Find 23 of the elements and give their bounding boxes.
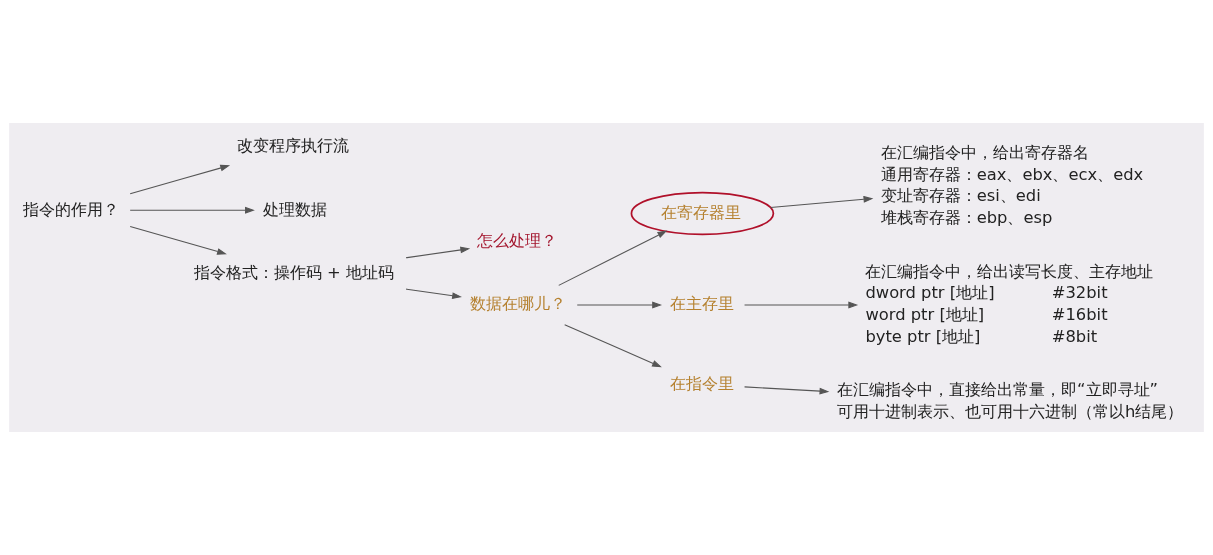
node-text: 指令的作用？: [22, 199, 119, 219]
node-text: 在汇编指令中，给出读写长度、主存地址 dword ptr [地址] #32bit word ptr [地址] #16bit byte ptr [地址] #8bit: [865, 261, 1154, 347]
arrow: [576, 301, 662, 309]
node-ellipse: 在寄存器里: [630, 191, 775, 236]
arrow: [744, 386, 830, 395]
arrow: [558, 230, 668, 286]
node-text: 在指令里: [669, 373, 734, 393]
arrow: [405, 288, 462, 300]
node-text: 在汇编指令中，直接给出常量，即“立即寻址” 可用十进制表示、也可用十六进制（常以h结尾）: [837, 380, 1184, 422]
arrow: [405, 246, 471, 259]
node-text: 在主存里: [669, 294, 734, 314]
arrow: [564, 324, 662, 368]
arrow: [129, 226, 227, 255]
node-text: 处理数据: [262, 199, 327, 219]
arrow: [744, 301, 859, 309]
node-text: 改变程序执行流: [237, 136, 350, 156]
node-text: 怎么处理？: [477, 231, 558, 251]
node-text: 在汇编指令中，给出寄存器名 通用寄存器：eax、ebx、ecx、edx 变址寄存器：esi、edi 堆栈寄存器：ebp、esp: [880, 142, 1144, 228]
arrow: [770, 195, 874, 209]
arrow: [129, 206, 255, 214]
node-text: 指令格式：操作码 + 地址码: [193, 262, 394, 282]
arrow: [129, 164, 231, 195]
node-text: 数据在哪儿？: [469, 294, 566, 314]
